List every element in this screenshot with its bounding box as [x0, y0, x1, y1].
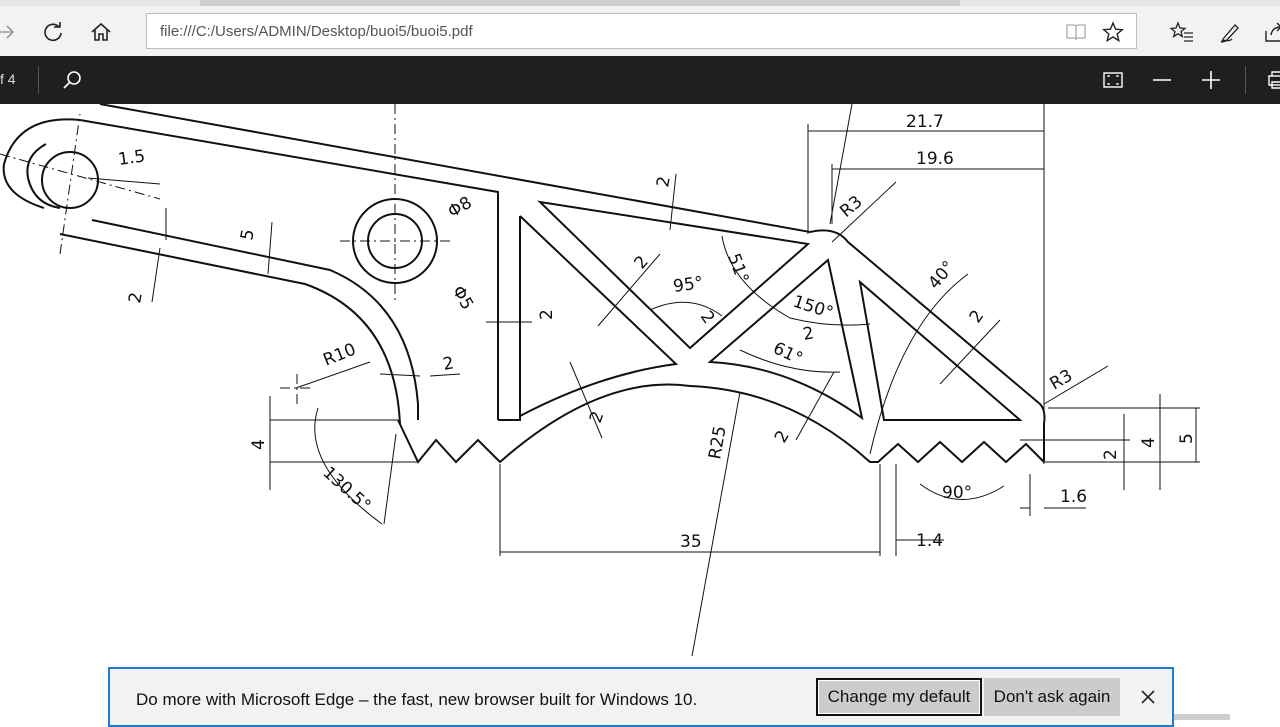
phi8-label: Φ8 — [445, 193, 476, 222]
fit-page-icon[interactable] — [1098, 66, 1128, 94]
r25-label: R25 — [705, 424, 731, 460]
dim-2-low-label: 2 — [771, 427, 794, 446]
angle-150-label: 150° — [790, 292, 835, 324]
dim-19-6-label: 19.6 — [916, 149, 954, 169]
dim-line-35 — [499, 464, 944, 556]
dim-2-arc-label: 2 — [441, 353, 455, 375]
home-icon[interactable] — [85, 16, 117, 48]
hook-inner — [26, 143, 61, 209]
favorites-hub-icon[interactable] — [1166, 16, 1198, 48]
centerline — [280, 374, 310, 404]
angle-40-arc — [869, 273, 969, 455]
toolbar-divider — [38, 66, 39, 94]
dim-2-right-label: 2 — [801, 323, 815, 345]
default-browser-notification: Do more with Microsoft Edge – the fast, … — [108, 667, 1174, 727]
tab-strip-fill — [200, 0, 960, 6]
r10-leader — [295, 361, 461, 389]
zoom-out-icon[interactable] — [1147, 66, 1177, 94]
address-url[interactable]: file:///C:/Users/ADMIN/Desktop/buoi5/buo… — [160, 23, 473, 40]
dim-2-web-label: 2 — [537, 309, 557, 320]
triangle-cutout-2 — [537, 200, 811, 350]
dim-4-right-label: 4 — [1139, 437, 1159, 448]
dim-21-7-label: 21.7 — [906, 112, 944, 132]
bottom-flange-teeth — [397, 383, 1045, 464]
pen-icon[interactable] — [1214, 16, 1246, 48]
angle-90-arc — [919, 483, 1005, 500]
angle-arcs — [721, 235, 871, 326]
dim-5-right-label: 5 — [1177, 433, 1197, 444]
pdf-toolbar: f 4 — [0, 56, 1280, 104]
dont-ask-again-button[interactable]: Don't ask again — [984, 678, 1120, 716]
angle-95-label: 95° — [672, 273, 705, 297]
dim-1-5-label: 1.5 — [117, 146, 147, 170]
r10-label: R10 — [320, 340, 359, 371]
dim-line-1-6 — [1020, 474, 1086, 516]
dim-2-diag-label: 2 — [966, 307, 989, 327]
dim-1-6-label: 1.6 — [1060, 487, 1087, 507]
dim-line-4-left — [269, 396, 418, 490]
dim-2-bottom-label: 2 — [586, 409, 608, 426]
technical-drawing: 1.5 5 2 Φ8 Φ5 R10 2 4 130.5° 2 2 2 95° 2… — [0, 104, 1200, 657]
refresh-icon[interactable] — [37, 16, 69, 48]
dim-1-4-label: 1.4 — [916, 531, 943, 551]
radius-leaders — [829, 104, 1109, 405]
angle-130-arc — [314, 407, 397, 525]
hook-outer — [2, 118, 81, 209]
phi5-label: Φ5 — [448, 283, 477, 314]
page-indicator: f 4 — [0, 71, 16, 87]
outline-lower-arm-outer — [59, 233, 401, 425]
dim-line-top — [807, 104, 1045, 464]
zoom-in-icon[interactable] — [1196, 66, 1226, 94]
star-icon[interactable] — [1101, 20, 1125, 44]
dim-2-tooth-label: 2 — [1101, 449, 1121, 460]
share-icon[interactable] — [1258, 16, 1280, 48]
print-icon[interactable] — [1262, 66, 1280, 94]
outline-inner-top — [79, 119, 499, 420]
triangle-cutout-1 — [519, 215, 679, 417]
address-bar[interactable]: file:///C:/Users/ADMIN/Desktop/buoi5/buo… — [146, 13, 1137, 49]
dim-small — [151, 208, 273, 303]
angle-61-label: 61° — [770, 338, 806, 369]
pdf-page: 1.5 5 2 Φ8 Φ5 R10 2 4 130.5° 2 2 2 95° 2… — [0, 104, 1280, 720]
angle-arcs-2 — [649, 301, 841, 373]
dim-line-right — [1020, 394, 1200, 490]
toolbar-divider — [1245, 66, 1246, 94]
angle-130-5-label: 130.5° — [319, 463, 375, 516]
notification-message: Do more with Microsoft Edge – the fast, … — [136, 690, 698, 709]
dim-2-left-label: 2 — [125, 291, 147, 305]
angle-90-label: 90° — [942, 483, 972, 503]
centerline — [0, 153, 161, 200]
r3-right-label: R3 — [1047, 366, 1077, 395]
web-left — [498, 216, 521, 421]
dim-35-label: 35 — [680, 532, 702, 552]
triangle-cutout-3 — [707, 258, 864, 421]
tab-strip — [0, 0, 1280, 6]
triangle-cutout-4 — [858, 279, 1023, 421]
search-icon[interactable] — [57, 66, 87, 94]
close-icon[interactable] — [1136, 685, 1160, 709]
outline-top-edge — [99, 104, 1046, 461]
hook-hole — [41, 151, 99, 209]
reading-view-icon[interactable] — [1064, 20, 1088, 44]
dim-2-mid-label: 2 — [631, 252, 653, 273]
change-default-button[interactable]: Change my default — [816, 678, 982, 716]
dim-1-5 — [87, 177, 161, 185]
r25-leader — [691, 391, 741, 657]
angle-40-label: 40° — [925, 257, 960, 293]
bottom-strip — [1174, 714, 1230, 720]
r3-top-label: R3 — [836, 192, 866, 222]
dim-2-top-label: 2 — [653, 175, 675, 189]
angle-51-label: 51° — [723, 251, 752, 286]
centerline — [59, 113, 81, 255]
browser-toolbar: file:///C:/Users/ADMIN/Desktop/buoi5/buo… — [0, 0, 1280, 56]
forward-arrow-icon[interactable] — [0, 16, 22, 48]
outline-lower-arm — [91, 219, 419, 420]
dim-wall-2 — [486, 173, 1001, 441]
dim-4-left-label: 4 — [249, 439, 269, 450]
dim-5-label: 5 — [237, 228, 259, 242]
